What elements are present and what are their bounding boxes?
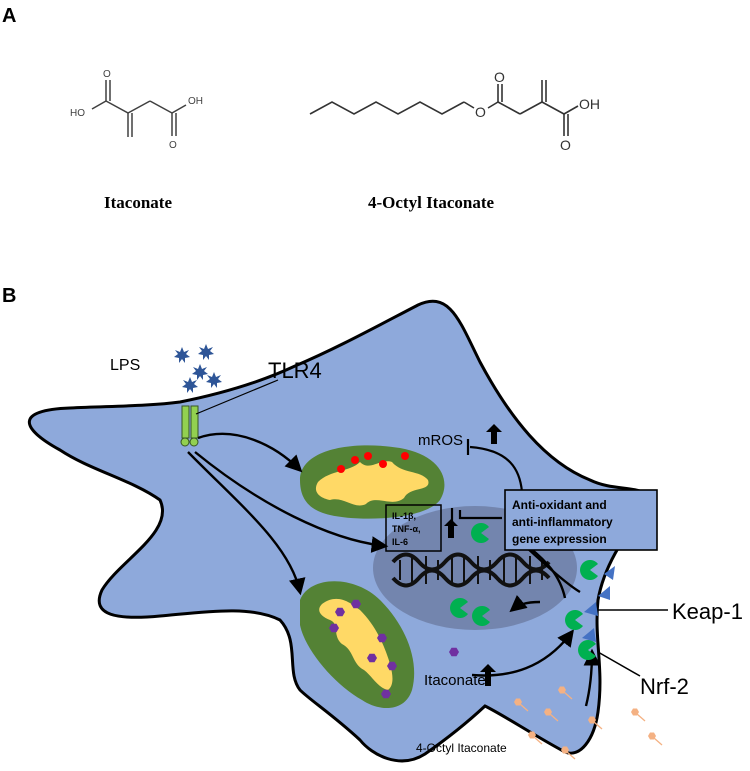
mros-label: mROS <box>418 432 463 449</box>
itaconate-name: Itaconate <box>104 193 172 212</box>
keap1-label: Keap-1 <box>672 599 743 624</box>
cytokine-label-2: TNF-α, <box>392 524 421 534</box>
panel-b-label: B <box>2 285 16 307</box>
cytokine-label-3: IL-6 <box>392 537 408 547</box>
octyl-itaconate-name: 4-Octyl Itaconate <box>368 193 495 212</box>
mitochondrion-top <box>300 445 445 519</box>
panel-a-label: A <box>2 5 16 27</box>
nrf2-keap1-complex <box>565 560 615 660</box>
ros-dot <box>379 460 387 468</box>
itaconate-atom-oh: OH <box>188 96 203 107</box>
tlr4-pointer-line <box>195 379 279 415</box>
octyl-itaconate-structure <box>309 80 579 136</box>
ros-dot <box>337 465 345 473</box>
cytokine-up-arrow <box>444 519 458 538</box>
octyl-atom-o-bottom: O <box>560 137 571 153</box>
octyl-atom-oh: OH <box>579 96 600 112</box>
octyl-atom-o-ester: O <box>475 104 486 120</box>
itaconate-cell-label: Itaconate <box>424 672 486 689</box>
itaconate-atom-o-bottom: O <box>169 140 177 151</box>
mros-inhibition <box>466 439 524 493</box>
ros-dot <box>401 452 409 460</box>
tlr4-receptor <box>180 405 199 447</box>
dna-helix <box>391 552 551 588</box>
gene-expression-box <box>504 489 658 551</box>
nrf2-pointer-line <box>597 651 641 677</box>
tlr4-label: TLR4 <box>268 358 322 383</box>
gene-expression-line-3: gene expression <box>512 532 607 546</box>
mros-up-arrow <box>486 424 502 444</box>
itaconate-up-arrow <box>480 664 496 686</box>
ros-dot <box>351 456 359 464</box>
itaconate-structure <box>91 80 187 137</box>
itaconate-atom-o-top: O <box>103 69 111 80</box>
mitochondrion-bottom <box>300 581 415 709</box>
octyl-itaconate-cell-label: 4-Octyl Itaconate <box>416 741 507 755</box>
lps-label: LPS <box>110 357 140 374</box>
gene-expression-line-2: anti-inflammatory <box>512 515 613 529</box>
lps-molecules <box>174 344 222 393</box>
cytokine-label-1: IL-1β, <box>392 511 416 521</box>
octyl-atom-o-carbonyl: O <box>494 69 505 85</box>
nrf2-label: Nrf-2 <box>640 674 689 699</box>
gene-expression-line-1: Anti-oxidant and <box>512 498 607 512</box>
ros-dot <box>364 452 372 460</box>
itaconate-atom-ho: HO <box>70 108 85 119</box>
cytokine-box <box>385 504 442 552</box>
cytokine-inhibition <box>450 508 502 522</box>
